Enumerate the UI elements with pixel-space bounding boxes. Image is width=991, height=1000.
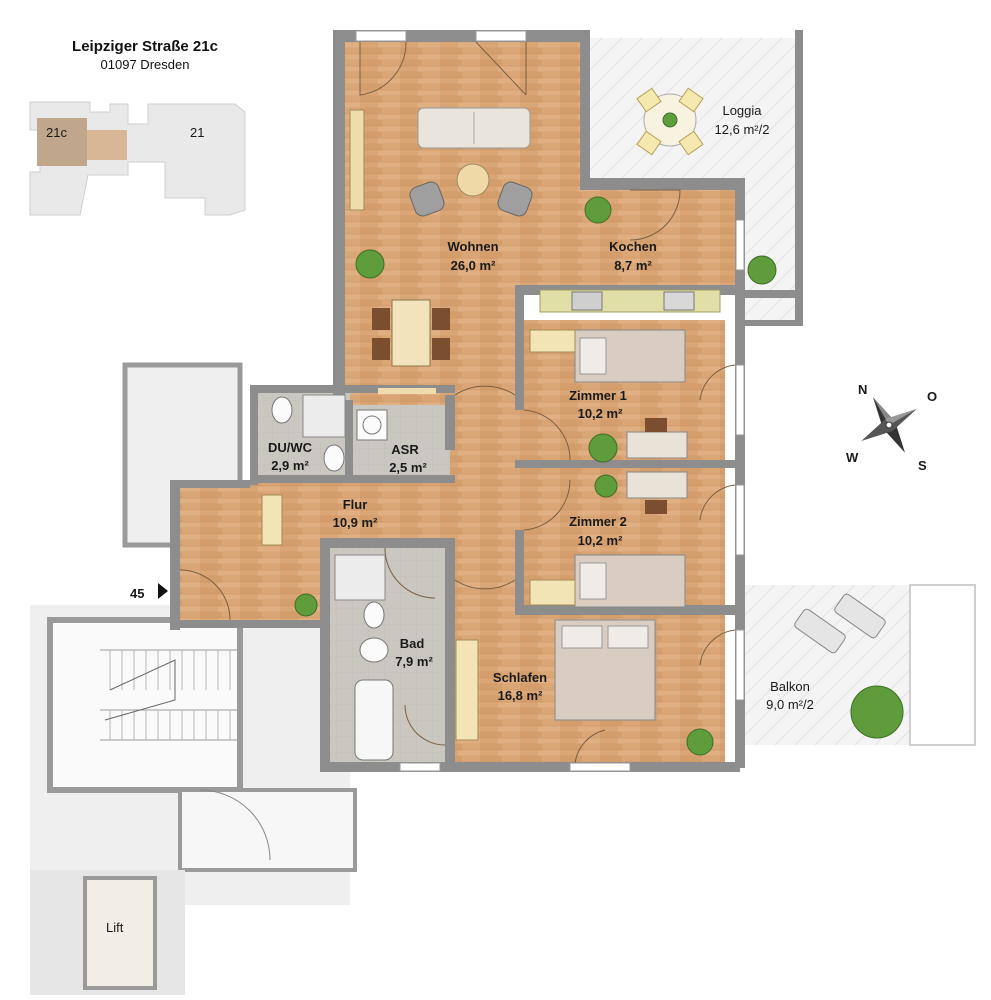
furniture (261, 87, 886, 761)
keyplan-label-21: 21 (190, 125, 204, 140)
keyplan-label-21c: 21c (46, 125, 67, 140)
room-name-bad: Bad (400, 636, 425, 651)
room-area-balkon: 9,0 m²/2 (766, 697, 814, 712)
balkon-rail (909, 584, 976, 746)
compass-n: N (858, 382, 867, 397)
arrow-right-icon (158, 583, 168, 599)
compass-rose (861, 397, 917, 453)
armchair-left (409, 181, 445, 217)
room-name-kochen: Kochen (609, 239, 657, 254)
shower-bad (334, 554, 386, 601)
desk-zimmer1 (626, 431, 688, 459)
street-title: Leipziger Straße 21c (72, 38, 218, 55)
door-swings (179, 41, 736, 764)
room-area-zimmer1: 10,2 m² (578, 406, 623, 421)
city-subtitle: 01097 Dresden (100, 57, 190, 72)
armchair-right (497, 181, 533, 217)
room-area-duwc: 2,9 m² (271, 458, 309, 473)
bad-toilet (363, 601, 385, 629)
room-name-loggia: Loggia (722, 103, 762, 118)
keyplan-unit-21c (37, 118, 87, 166)
compass-s: S (918, 458, 927, 473)
sideboard (349, 109, 365, 211)
bathtub (354, 679, 394, 761)
lift (83, 876, 157, 990)
room-labels: Wohnen 26,0 m² Kochen 8,7 m² Loggia 12,6… (268, 103, 814, 712)
room-name-zimmer2: Zimmer 2 (569, 514, 627, 529)
lounger-2 (834, 593, 886, 639)
lift-label: Lift (106, 920, 124, 935)
bad-sink (359, 637, 389, 663)
unit-marker: 45 (130, 583, 168, 601)
desk-zimmer2 (626, 471, 688, 499)
compass-w: W (846, 450, 859, 465)
dining-table (391, 299, 431, 367)
room-area-wohnen: 26,0 m² (451, 258, 496, 273)
room-area-loggia: 12,6 m²/2 (715, 122, 770, 137)
key-plan: 21c 21 (29, 101, 246, 216)
room-area-asr: 2,5 m² (389, 460, 427, 475)
room-name-schlafen: Schlafen (493, 670, 547, 685)
keyplan-unit-highlight (87, 130, 127, 160)
unit-number: 45 (130, 586, 144, 601)
loggia-side (740, 175, 800, 325)
address-header: Leipziger Straße 21c 01097 Dresden (50, 38, 240, 72)
room-area-zimmer2: 10,2 m² (578, 533, 623, 548)
washer (356, 409, 388, 441)
room-name-wohnen: Wohnen (447, 239, 498, 254)
room-area-schlafen: 16,8 m² (498, 688, 543, 703)
room-name-zimmer1: Zimmer 1 (569, 388, 627, 403)
wc-sink (323, 444, 345, 472)
room-area-flur: 10,9 m² (333, 515, 378, 530)
wc-toilet (271, 396, 293, 424)
room-name-flur: Flur (343, 497, 368, 512)
shoe-rack (261, 494, 283, 546)
stairwell: Lift (30, 362, 357, 995)
compass-o: O (927, 389, 937, 404)
plants (294, 112, 904, 756)
lounger-1 (794, 608, 846, 654)
room-name-asr: ASR (391, 442, 419, 457)
shower-duwc (302, 394, 346, 438)
windows (355, 30, 745, 772)
coffee-table (456, 163, 490, 197)
wardrobe (455, 639, 479, 741)
room-area-kochen: 8,7 m² (614, 258, 652, 273)
room-name-balkon: Balkon (770, 679, 810, 694)
room-name-duwc: DU/WC (268, 440, 313, 455)
room-area-bad: 7,9 m² (395, 654, 433, 669)
